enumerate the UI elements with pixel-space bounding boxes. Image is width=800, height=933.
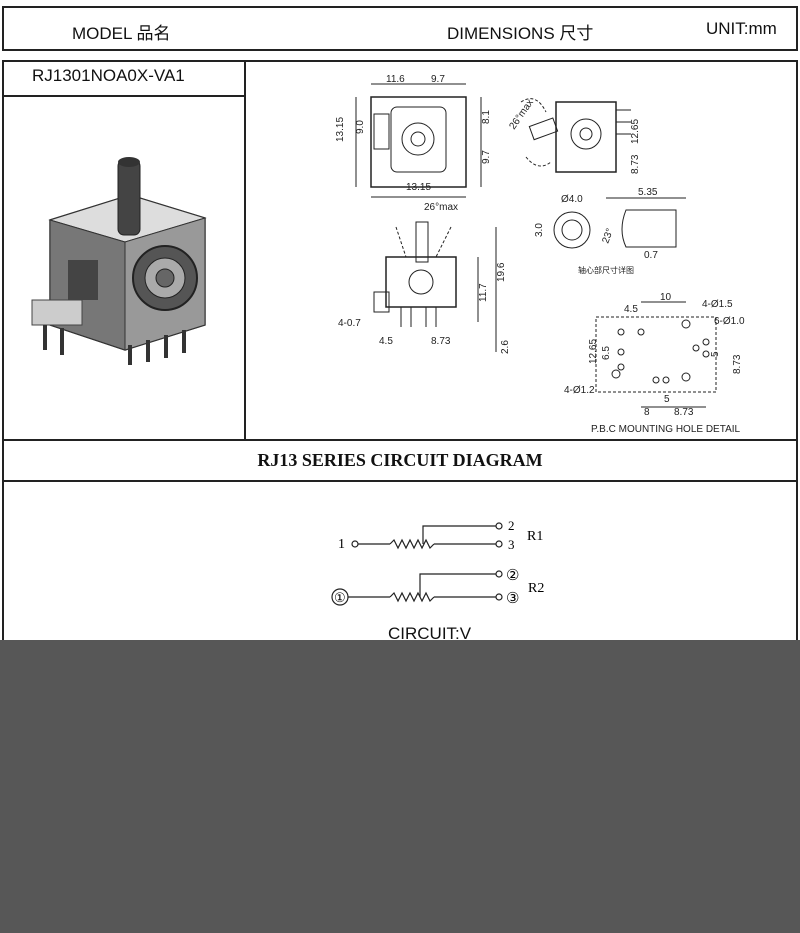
front-d4: 4.5 bbox=[379, 336, 393, 347]
front-d1: 19.6 bbox=[496, 262, 507, 282]
pcb-d2: 10 bbox=[660, 292, 672, 303]
side-d2: 8.73 bbox=[630, 154, 641, 174]
top-d7: 13.15 bbox=[406, 182, 431, 193]
front-d6: 2.6 bbox=[500, 340, 511, 354]
side-d1: 12.65 bbox=[630, 119, 641, 144]
pcb-d8: 8.73 bbox=[732, 354, 743, 374]
dimensions-header-label: DIMENSIONS 尺寸 bbox=[447, 24, 594, 43]
gray-overlay-block bbox=[0, 640, 800, 933]
shaft-d5: 0.7 bbox=[644, 250, 658, 261]
r1-pin1: 1 bbox=[338, 537, 345, 552]
front-view-drawing bbox=[373, 221, 497, 352]
r2-pin2: ② bbox=[506, 568, 519, 584]
shaft-d1: Ø4.0 bbox=[561, 194, 583, 205]
circuit-title-top-divider bbox=[2, 439, 798, 441]
shaft-d2: 3.0 bbox=[534, 223, 545, 237]
top-d6: 9.7 bbox=[481, 150, 492, 164]
top-d3: 13.15 bbox=[335, 117, 346, 142]
header-bar bbox=[2, 6, 798, 51]
model-row-divider bbox=[2, 95, 246, 97]
shaft-d3: 5.35 bbox=[638, 187, 658, 198]
r2-pin1: ① bbox=[334, 590, 346, 605]
dimension-drawings: 11.6 9.7 13.15 9.0 8.1 9.7 13.15 26°max … bbox=[335, 74, 745, 435]
pcb-hole-drawing bbox=[595, 301, 717, 408]
side-angle: 26°max bbox=[507, 98, 536, 132]
product-image bbox=[31, 157, 207, 365]
circuit-diagram-title: RJ13 SERIES CIRCUIT DIAGRAM bbox=[257, 450, 543, 470]
r1-pin3: 3 bbox=[508, 537, 515, 552]
model-number: RJ1301NOA0X-VA1 bbox=[32, 66, 185, 85]
r2-pin3: ③ bbox=[506, 591, 519, 607]
pcb-d5: 12.65 bbox=[588, 339, 599, 364]
pcb-d12: 8.73 bbox=[674, 407, 694, 418]
shaft-detail-drawing bbox=[553, 197, 686, 249]
pcb-d6: 6.5 bbox=[601, 346, 612, 360]
top-d4: 9.0 bbox=[355, 120, 366, 134]
top-d2: 9.7 bbox=[431, 74, 445, 85]
pcb-d4: 6-Ø1.0 bbox=[714, 316, 745, 327]
pcb-d7: 5 bbox=[710, 351, 721, 357]
shaft-caption: 轴心部尺寸详图 bbox=[578, 265, 634, 275]
pcb-d3: 4-Ø1.5 bbox=[702, 299, 733, 310]
shaft-d4: 23° bbox=[600, 227, 616, 245]
front-d3: 4-0.7 bbox=[338, 318, 361, 329]
r1-label: R1 bbox=[527, 529, 543, 544]
top-d5: 8.1 bbox=[481, 110, 492, 124]
top-view-drawing bbox=[355, 83, 482, 198]
circuit-type-label: CIRCUIT:V bbox=[388, 624, 472, 643]
pcb-d11: 8 bbox=[644, 407, 650, 418]
circuit-title-bottom-divider bbox=[2, 480, 798, 482]
front-angle: 26°max bbox=[424, 202, 458, 213]
column-divider bbox=[244, 60, 246, 440]
model-header-label: MODEL 品名 bbox=[72, 24, 171, 43]
product-illustration bbox=[31, 157, 207, 365]
unit-header-label: UNIT:mm bbox=[706, 19, 777, 38]
side-view-drawing bbox=[520, 98, 631, 173]
pcb-caption: P.B.C MOUNTING HOLE DETAIL bbox=[591, 424, 741, 435]
top-d1: 11.6 bbox=[386, 74, 405, 85]
pcb-d10: 5 bbox=[664, 394, 670, 405]
circuit-diagram: 1 2 3 R1 ① ② ③ R2 bbox=[331, 518, 544, 607]
r2-label: R2 bbox=[528, 581, 544, 596]
pcb-d9: 4-Ø1.2 bbox=[564, 385, 595, 396]
front-d2: 11.7 bbox=[478, 283, 489, 302]
front-d5: 8.73 bbox=[431, 336, 451, 347]
pcb-d1: 4.5 bbox=[624, 304, 638, 315]
r1-pin2: 2 bbox=[508, 518, 515, 533]
